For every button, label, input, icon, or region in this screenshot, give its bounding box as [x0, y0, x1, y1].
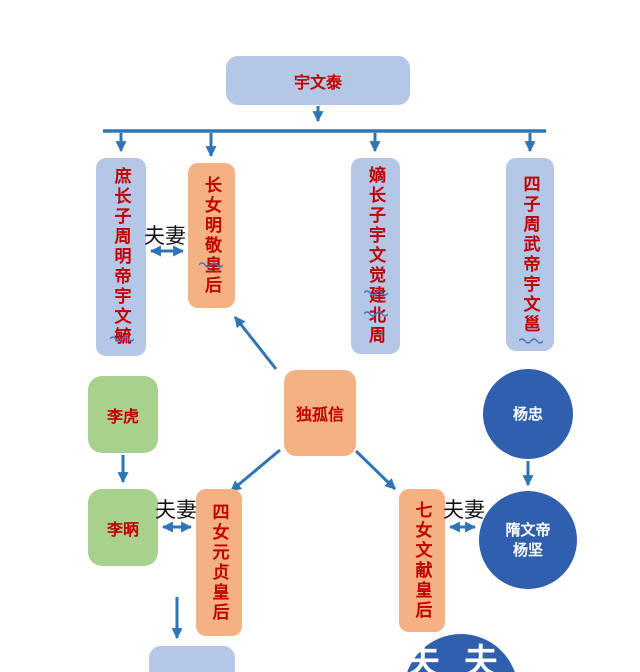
node-di-zhangzi-yuwenjue: 嫡长子宇文觉建北周 — [351, 158, 400, 354]
spellcheck-squiggle — [110, 336, 134, 342]
spellcheck-squiggle — [199, 262, 223, 268]
node-qinv-wenxian-empress: 七女文献皇后 — [399, 489, 445, 632]
spellcheck-squiggle — [364, 311, 388, 317]
node-zhangnv-mingjing-empress: 长女明敬皇后 — [188, 163, 235, 308]
node-sui-wendi-yangjian: 隋文帝 杨坚 — [479, 491, 577, 589]
label-fuqi-3: 夫妻 — [443, 498, 485, 522]
label-fuqi-1: 夫妻 — [144, 224, 186, 248]
node-shu-zhangzi-zhou-mingdi: 庶长子周明帝宇文毓 — [96, 158, 146, 356]
arrow-dugu-to-sinv — [230, 448, 281, 493]
node-lihu: 李虎 — [88, 376, 158, 453]
arrow-dugu-to-zhangnv — [233, 316, 278, 370]
node-duguxin: 独孤信 — [284, 370, 356, 456]
node-bottom-partial-box — [149, 646, 235, 672]
spellcheck-squiggle — [364, 290, 388, 296]
node-yuwentai: 宇文泰 — [226, 56, 410, 105]
label-fuqi-2: 夫妻 — [155, 498, 197, 522]
node-yangzhong: 杨忠 — [483, 369, 573, 459]
spellcheck-squiggle — [519, 338, 543, 344]
node-libing: 李昞 — [88, 489, 158, 566]
watermark-text: 夫 夫 — [406, 642, 504, 672]
arrow-dugu-to-qinv — [354, 449, 397, 491]
node-sizi-zhou-wudi: 四子周武帝宇文邕 — [506, 158, 554, 351]
node-sinv-yuanzhen-empress: 四女元贞皇后 — [196, 489, 242, 636]
